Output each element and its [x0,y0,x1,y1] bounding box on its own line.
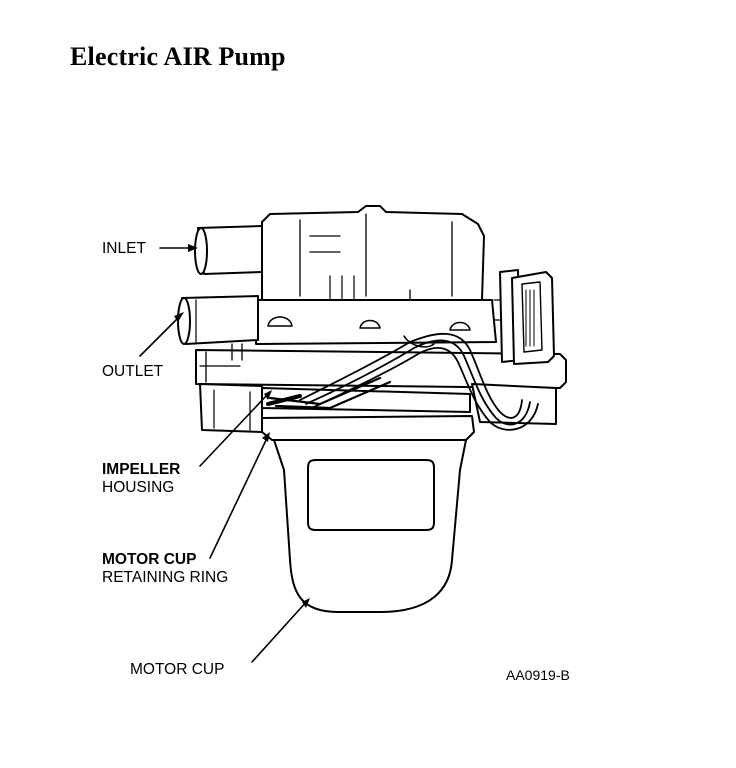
electrical-connector [493,269,555,365]
motor-cup-retaining-ring-label-line1: MOTOR CUP [102,551,197,568]
outlet-leader [139,315,181,357]
motor-cup-shape [273,439,467,613]
impeller-housing-leader [199,393,269,467]
arrowheads [174,244,310,608]
motor-cup-retaining-ring-shape [261,415,475,441]
impeller-housing-label: IMPELLER HOUSING [102,461,180,497]
outlet-label: OUTLET [102,363,164,380]
inlet-label: INLET [102,240,146,257]
inlet-tube [194,225,263,275]
motor-cup-label: MOTOR CUP [130,661,225,678]
impeller-housing-label-line2: HOUSING [102,479,175,496]
motor-cup-retaining-ring-label-line2: RETAINING RING [102,569,229,586]
motor-cup-leader [251,599,309,663]
figure-code: AA0919-B [506,667,570,683]
motor-cup-retaining-ring-label: MOTOR CUP RETAINING RING [102,551,228,587]
pump-mid-flange [255,299,497,345]
leader-lines [139,247,309,663]
outlet-tube [177,295,259,345]
page-title: Electric AIR Pump [70,42,286,71]
impeller-housing-label-line1: IMPELLER [102,461,181,478]
wiring-harness [299,332,539,431]
lower-bracket [199,383,263,433]
retaining-ring-leader [209,435,269,559]
